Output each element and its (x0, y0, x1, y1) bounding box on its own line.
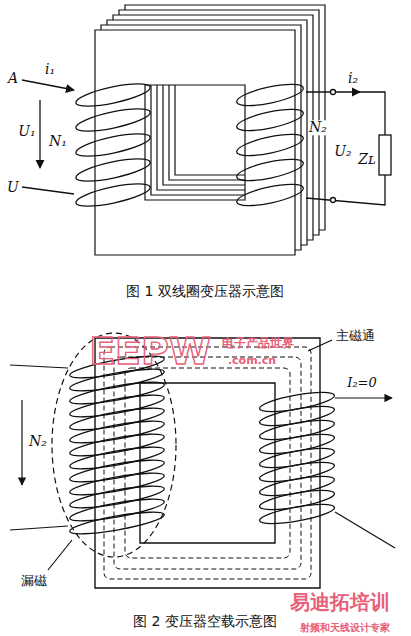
coil-turn (258, 445, 335, 472)
watermark: 射频和天线设计专家 (300, 622, 390, 633)
coil-turn (258, 501, 335, 528)
watermark: 易迪拓培训 (290, 591, 390, 613)
coil-turn (69, 391, 166, 421)
coil-turn (258, 459, 335, 486)
winding-label: N₂ (28, 434, 48, 449)
coil-turn (258, 389, 335, 416)
leader-line (48, 540, 72, 570)
figure-caption: 图 1 双线圈变压器示意图 (126, 284, 284, 299)
winding-label: N₁ (48, 134, 68, 149)
coil-turn (69, 443, 166, 473)
figure-caption: 图 2 变压器空载示意图 (133, 614, 277, 629)
coil-turn (69, 456, 166, 486)
wire (335, 397, 392, 398)
leakage-label: 漏磁 (20, 574, 48, 588)
current-label: i₂ (347, 71, 359, 86)
core-lamination (95, 30, 295, 255)
terminal-name: A (7, 71, 19, 86)
winding-label: N₂ (308, 120, 328, 135)
load-impedance (379, 135, 391, 175)
coil-turn (69, 404, 166, 434)
wire (335, 512, 395, 548)
flux-label: 主磁通 (335, 329, 376, 343)
turns-arrow (21, 400, 22, 485)
coil-turn (258, 473, 335, 500)
coil-turn (258, 417, 335, 444)
terminal-name: U (6, 180, 20, 195)
coil-turn (69, 508, 166, 538)
watermark: .com.cn (228, 355, 276, 367)
coil-turn (235, 105, 305, 135)
voltage-label: U₁ (17, 124, 36, 139)
terminal (331, 198, 336, 203)
coil-turn (258, 431, 335, 458)
watermark: 电子产品世界 (222, 337, 294, 350)
main-flux (104, 347, 311, 579)
coil-turn (235, 155, 305, 185)
current-label: I₂=0 (346, 376, 378, 390)
wire (358, 92, 385, 135)
wire (10, 365, 68, 368)
voltage-label: U₂ (333, 144, 352, 159)
coil-turn (69, 469, 166, 499)
coil-turn (74, 104, 152, 135)
coil-turn (74, 179, 152, 210)
load-label: Zʟ (357, 152, 376, 167)
wire (22, 187, 74, 194)
coil-turn (258, 403, 335, 430)
wire (22, 80, 74, 90)
coil-turn (69, 482, 166, 512)
coil-turn (69, 417, 166, 447)
coil-turn (74, 79, 152, 110)
coil-turn (258, 487, 335, 514)
coil-turn (74, 129, 152, 160)
watermark: EEPW (89, 331, 211, 373)
coil-turn (235, 130, 305, 160)
coil-windings (74, 79, 305, 210)
coil-turn (69, 430, 166, 460)
coil-turn (69, 378, 166, 408)
coil-turn (235, 80, 305, 110)
wire (306, 175, 385, 205)
terminal (331, 90, 336, 95)
coil-turn (69, 495, 166, 525)
wires (22, 80, 391, 205)
coil-turn (235, 180, 305, 210)
current-label: i₁ (44, 62, 56, 77)
wire (10, 526, 68, 530)
voltage-arrow (39, 100, 40, 168)
coil-turn (74, 154, 152, 185)
coil-windings (69, 352, 336, 538)
laminated-core (95, 5, 325, 255)
leader-line (308, 340, 332, 351)
